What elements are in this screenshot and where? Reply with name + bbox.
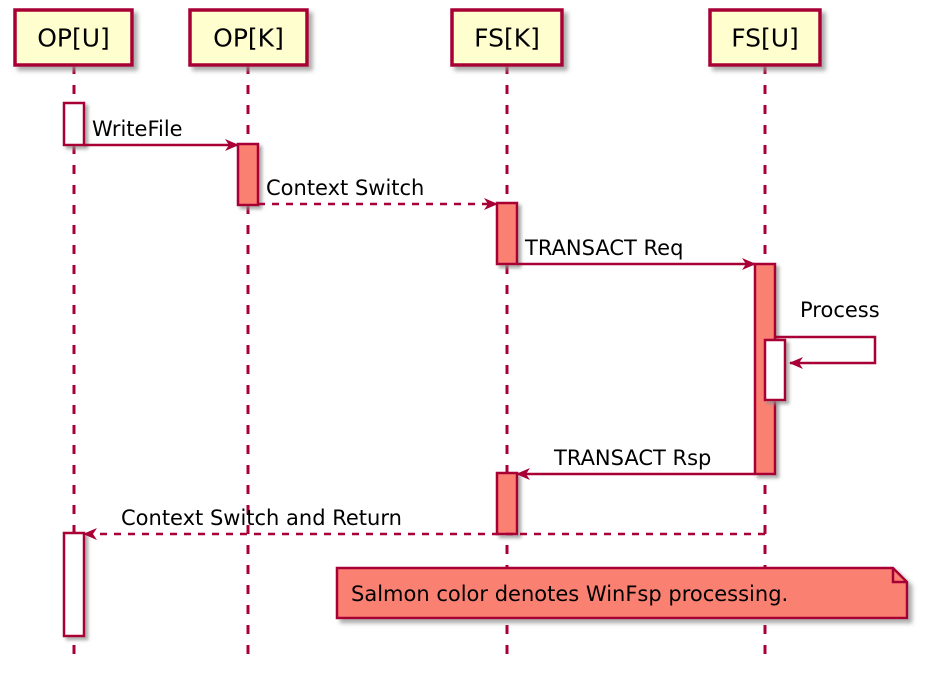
participant-label-opk: OP[K] xyxy=(213,24,284,53)
participant-box-fsk[interactable] xyxy=(450,8,564,67)
activation-act-opu-2 xyxy=(62,531,86,638)
message-label-msg-transact-req: TRANSACT Req xyxy=(524,236,683,260)
activation-act-opk-1 xyxy=(236,142,260,207)
participant-box-opu[interactable] xyxy=(13,8,134,67)
activation-act-opu-1 xyxy=(62,101,86,147)
participant-label-opu: OP[U] xyxy=(37,24,110,53)
activation-act-fsk-2 xyxy=(495,471,519,536)
message-line-msg-process xyxy=(775,335,877,369)
message-label-msg-ctxswitch: Context Switch xyxy=(266,176,424,200)
notes-group: Salmon color denotes WinFsp processing. xyxy=(335,566,909,620)
activation-act-fsk-1 xyxy=(495,201,519,266)
participant-box-fsu[interactable] xyxy=(708,8,822,67)
message-label-msg-process: Process xyxy=(800,298,880,322)
activation-act-fsu-nested xyxy=(763,338,787,402)
message-label-msg-transact-rsp: TRANSACT Rsp xyxy=(553,446,711,470)
participant-label-fsu: FS[U] xyxy=(731,24,799,53)
participant-label-fsk: FS[K] xyxy=(474,24,540,53)
note-fold-note-salmon xyxy=(891,568,907,584)
participant-box-opk[interactable] xyxy=(188,8,309,67)
note-text-note-salmon: Salmon color denotes WinFsp processing. xyxy=(351,582,788,606)
participants-group: OP[U] OP[K] FS[K] FS[U] xyxy=(13,8,822,67)
message-label-msg-ctxswitch-ret: Context Switch and Return xyxy=(121,506,402,530)
activations-group xyxy=(62,101,787,638)
message-label-msg-writefile: WriteFile xyxy=(92,117,183,141)
note-body-note-salmon xyxy=(335,566,909,620)
